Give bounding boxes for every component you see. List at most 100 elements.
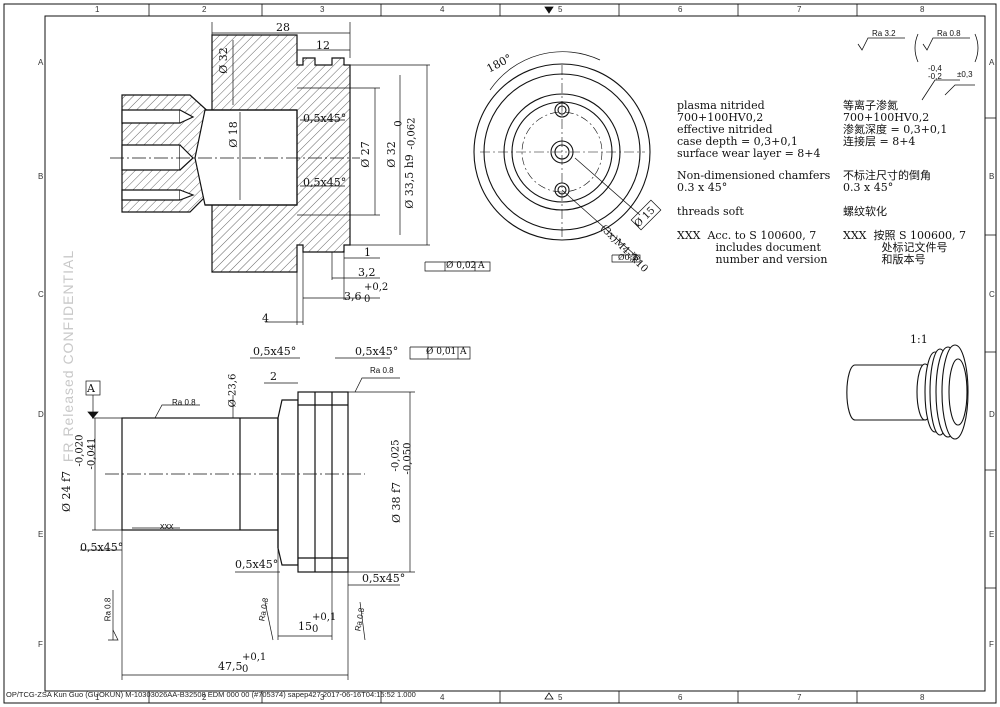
note-cn-line: 连接层 = 8+4 bbox=[843, 135, 916, 148]
dim-phi32-mid: Ø 32 bbox=[384, 141, 398, 168]
grid-col-7b: 7 bbox=[797, 693, 802, 702]
dim-1: 1 bbox=[364, 246, 371, 259]
note-en-line: 700+100HV0,2 bbox=[677, 111, 764, 124]
dim-phi18: Ø 18 bbox=[226, 121, 240, 148]
note-cn-line: 渗氮深度 = 0,3+0,1 bbox=[843, 123, 948, 136]
marking-xxx: xxx bbox=[160, 521, 174, 531]
note-cn-line: 0.3 x 45° bbox=[843, 181, 894, 194]
tol-concentricity-bot-datum: A bbox=[460, 347, 467, 357]
section-view bbox=[121, 34, 351, 273]
tol-concentricity-top-value: Ø 0,02 bbox=[446, 261, 477, 271]
tol-concentricity-top-datum: A bbox=[478, 261, 485, 271]
dim-phi38: Ø 38 f7 bbox=[390, 481, 404, 524]
notes-english: plasma nitrided 700+100HV0,2 effective n… bbox=[677, 100, 830, 266]
tol-position-datum: A bbox=[633, 253, 639, 262]
dim-3-6-low: 0 bbox=[364, 294, 371, 305]
dim-chamfer-bot-2: 0,5x45° bbox=[355, 345, 399, 358]
grid-col-2b: 2 bbox=[202, 693, 207, 702]
grid-col-3b: 3 bbox=[320, 693, 325, 702]
dim-chamfer-bot-3: 0,5x45° bbox=[80, 541, 124, 554]
dim-phi335-tol-low: -0,062 bbox=[406, 117, 418, 150]
note-en-line: plasma nitrided bbox=[677, 99, 765, 112]
grid-row-a: A bbox=[38, 58, 44, 67]
dim-15-up: +0,1 bbox=[312, 612, 337, 623]
dim-phi24: Ø 24 f7 bbox=[60, 470, 74, 513]
dim-3-6: 3,6 bbox=[344, 290, 362, 303]
dim-phi27: Ø 27 bbox=[358, 141, 372, 168]
dim-15-low: 0 bbox=[312, 624, 319, 635]
note-cn-line: 等离子渗氮 bbox=[843, 99, 898, 112]
tol-c: ±0,3 bbox=[957, 70, 973, 79]
dim-12: 12 bbox=[316, 39, 330, 52]
side-view-dims bbox=[80, 346, 471, 680]
grid-row-e: E bbox=[38, 530, 44, 539]
dim-chamfer-bot-4: 0,5x45° bbox=[235, 558, 279, 571]
dim-phi38-low: -0,050 bbox=[402, 442, 414, 475]
datum-a-label: A bbox=[87, 382, 95, 395]
scale-label: 1:1 bbox=[910, 333, 928, 346]
watermark: FR Released CONFIDENTIAL bbox=[60, 249, 77, 463]
front-view bbox=[473, 51, 662, 263]
note-en-line: effective nitrided bbox=[677, 123, 773, 136]
tol-concentricity-bot-value: Ø 0,01 bbox=[426, 347, 457, 357]
grid-col-6: 6 bbox=[678, 5, 683, 14]
grid-col-8: 8 bbox=[920, 5, 925, 14]
ra-0-8-header-label: Ra 0.8 bbox=[937, 29, 961, 38]
notes-chinese: 等离子渗氮 700+100HV0,2 渗氮深度 = 0,3+0,1 连接层 = … bbox=[843, 100, 966, 266]
dim-phi335-tol-up: 0 bbox=[393, 120, 405, 127]
tol-a: -0,4 bbox=[928, 64, 942, 73]
note-en-line: threads soft bbox=[677, 205, 744, 218]
grid-row-b: B bbox=[38, 172, 44, 181]
dim-15: 15 bbox=[298, 620, 312, 633]
dim-3-6-up: +0,2 bbox=[364, 282, 389, 293]
inner-border bbox=[44, 15, 986, 692]
note-cn-line: XXX 按照 S 100600, 7 bbox=[843, 229, 966, 242]
grid-col-4b: 4 bbox=[440, 693, 445, 702]
surface-symbols bbox=[857, 33, 979, 101]
grid-row-d-r: D bbox=[989, 410, 995, 419]
dim-phi23-6: Ø 23,6 bbox=[227, 373, 239, 408]
grid-row-c: C bbox=[38, 290, 44, 299]
grid-row-e-r: E bbox=[989, 530, 995, 539]
grid-row-b-r: B bbox=[989, 172, 995, 181]
grid-col-8b: 8 bbox=[920, 693, 925, 702]
dim-chamfer-top-2: 0,5x45° bbox=[303, 176, 347, 189]
note-en-line: 0.3 x 45° bbox=[677, 181, 728, 194]
grid-ticks bbox=[148, 4, 996, 703]
note-cn-line: 700+100HV0,2 bbox=[843, 111, 930, 124]
ra-0-8-bot-1: Ra 0.8 bbox=[172, 398, 196, 407]
note-cn-line: 不标注尺寸的倒角 bbox=[843, 169, 931, 182]
dim-phi32-top: Ø 32 bbox=[216, 47, 230, 74]
grid-col-6b: 6 bbox=[678, 693, 683, 702]
note-en-line: number and version bbox=[677, 253, 828, 266]
grid-row-c-r: C bbox=[989, 290, 995, 299]
grid-col-5b: 5 bbox=[558, 693, 563, 702]
dim-2: 2 bbox=[270, 370, 277, 383]
grid-col-7: 7 bbox=[797, 5, 802, 14]
dim-phi24-up: -0,020 bbox=[74, 434, 86, 467]
dim-3-2: 3,2 bbox=[358, 266, 376, 279]
grid-col-4: 4 bbox=[440, 5, 445, 14]
dim-47-5: 47,5 bbox=[218, 660, 243, 673]
ra-3-2-label: Ra 3.2 bbox=[872, 29, 896, 38]
grid-col-3: 3 bbox=[320, 5, 325, 14]
note-cn-line: 处标记文件号 bbox=[843, 241, 948, 254]
grid-row-a-r: A bbox=[989, 58, 995, 67]
section-dims bbox=[211, 22, 491, 325]
tol-position-value: Ø0,2 bbox=[618, 253, 638, 262]
side-view bbox=[121, 391, 349, 573]
grid-col-2: 2 bbox=[202, 5, 207, 14]
dim-phi38-up: -0,025 bbox=[390, 439, 402, 472]
grid-row-d: D bbox=[38, 410, 44, 419]
note-cn-line: 螺纹软化 bbox=[843, 205, 887, 218]
dim-47-5-low: 0 bbox=[242, 664, 249, 675]
ra-0-8-bot-2: Ra 0.8 bbox=[370, 366, 394, 375]
note-cn-line: 和版本号 bbox=[843, 253, 926, 266]
dim-chamfer-top-1: 0,5x45° bbox=[303, 112, 347, 125]
note-en-line: Non-dimensioned chamfers bbox=[677, 169, 831, 182]
dim-47-5-up: +0,1 bbox=[242, 652, 267, 663]
dim-chamfer-bot-5: 0,5x45° bbox=[362, 572, 406, 585]
note-en-line: surface wear layer = 8+4 bbox=[677, 147, 821, 160]
